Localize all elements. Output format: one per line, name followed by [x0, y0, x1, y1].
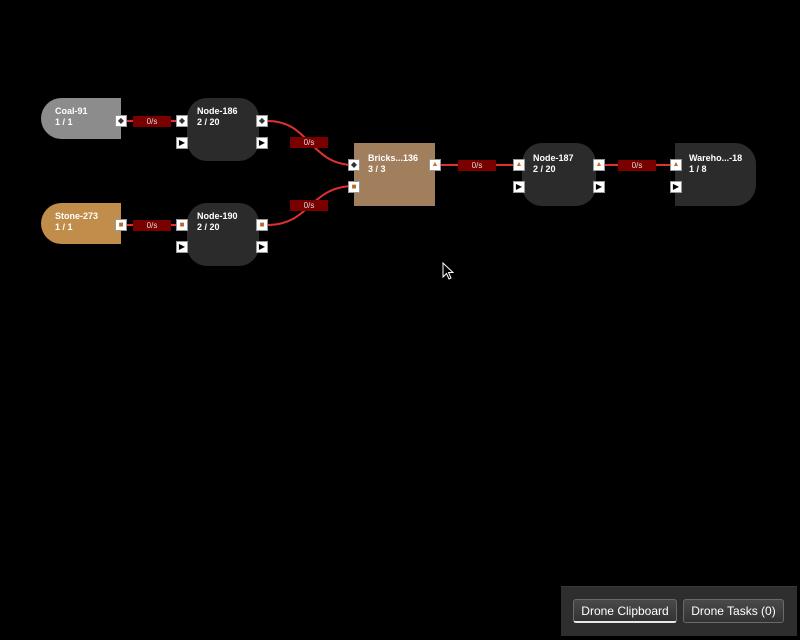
coal-output-port[interactable]: ◆ [115, 115, 127, 127]
stone-icon: ■ [179, 220, 185, 229]
rate-badge-bricks: 0/s [458, 160, 496, 171]
node-count: 1 / 8 [689, 164, 707, 174]
warehouse-input-port[interactable]: ▲ [670, 159, 682, 171]
node186-play-button[interactable]: ▶ [176, 137, 188, 149]
node187-play-button[interactable]: ▶ [513, 181, 525, 193]
rate-badge-stone: 0/s [133, 220, 171, 231]
warehouse-node[interactable]: Wareho...-18 1 / 8 [675, 143, 756, 206]
coal-ore-icon: ◆ [350, 160, 358, 169]
node-190[interactable]: Node-190 2 / 20 [187, 203, 259, 266]
rate-badge-coal: 0/s [133, 116, 171, 127]
stone-output-port[interactable]: ■ [115, 219, 127, 231]
play-icon: ▶ [258, 242, 266, 251]
node190-play-button[interactable]: ▶ [176, 241, 188, 253]
node-count: 2 / 20 [197, 222, 220, 232]
bricks-coal-input-port[interactable]: ◆ [348, 159, 360, 171]
rate-badge-node190: 0/s [290, 200, 328, 211]
stone-node[interactable]: Stone-273 1 / 1 [41, 203, 121, 244]
warehouse-play-button[interactable]: ▶ [670, 181, 682, 193]
play-icon: ▶ [178, 138, 186, 147]
drone-tasks-button[interactable]: Drone Tasks (0) [683, 599, 784, 623]
node-title: Node-190 [197, 211, 238, 221]
node186-input-port[interactable]: ◆ [176, 115, 188, 127]
node186-play-button-right[interactable]: ▶ [256, 137, 268, 149]
node-title: Node-186 [197, 106, 238, 116]
coal-ore-icon: ◆ [258, 116, 266, 125]
node-title: Stone-273 [55, 211, 99, 221]
node-count: 2 / 20 [533, 164, 556, 174]
stone-icon: ■ [118, 220, 124, 229]
node-count: 1 / 1 [55, 222, 73, 232]
bricks-icon: ▲ [595, 161, 603, 168]
play-icon: ▶ [672, 182, 680, 191]
node187-output-port[interactable]: ▲ [593, 159, 605, 171]
node187-play-button-right[interactable]: ▶ [593, 181, 605, 193]
bricks-icon: ▲ [431, 161, 439, 168]
node-title: Coal-91 [55, 106, 88, 116]
stone-icon: ■ [259, 220, 265, 229]
node187-input-port[interactable]: ▲ [513, 159, 525, 171]
node-count: 3 / 3 [368, 164, 386, 174]
node-count: 1 / 1 [55, 117, 73, 127]
drone-clipboard-button[interactable]: Drone Clipboard [573, 599, 677, 623]
bricks-icon: ▲ [672, 161, 680, 168]
play-icon: ▶ [178, 242, 186, 251]
coal-ore-icon: ◆ [117, 116, 125, 125]
coal-node[interactable]: Coal-91 1 / 1 [41, 98, 121, 139]
node190-play-button-right[interactable]: ▶ [256, 241, 268, 253]
coal-ore-icon: ◆ [178, 116, 186, 125]
rate-badge-node186: 0/s [290, 137, 328, 148]
node-title: Node-187 [533, 153, 574, 163]
node190-input-port[interactable]: ■ [176, 219, 188, 231]
play-icon: ▶ [595, 182, 603, 191]
node-187[interactable]: Node-187 2 / 20 [522, 143, 596, 206]
bricks-icon: ▲ [515, 161, 523, 168]
mouse-cursor-icon [442, 262, 454, 280]
drone-panel: Drone Clipboard Drone Tasks (0) [561, 586, 797, 636]
node190-output-port[interactable]: ■ [256, 219, 268, 231]
node-count: 2 / 20 [197, 117, 220, 127]
bricks-node[interactable]: Bricks...136 3 / 3 [354, 143, 435, 206]
bricks-output-port[interactable]: ▲ [429, 159, 441, 171]
node-186[interactable]: Node-186 2 / 20 [187, 98, 259, 161]
bricks-stone-input-port[interactable]: ■ [348, 181, 360, 193]
node186-output-port[interactable]: ◆ [256, 115, 268, 127]
stone-icon: ■ [351, 182, 357, 191]
node-title: Bricks...136 [368, 153, 419, 163]
node-title: Wareho...-18 [689, 153, 743, 163]
rate-badge-node187: 0/s [618, 160, 656, 171]
play-icon: ▶ [515, 182, 523, 191]
play-icon: ▶ [258, 138, 266, 147]
